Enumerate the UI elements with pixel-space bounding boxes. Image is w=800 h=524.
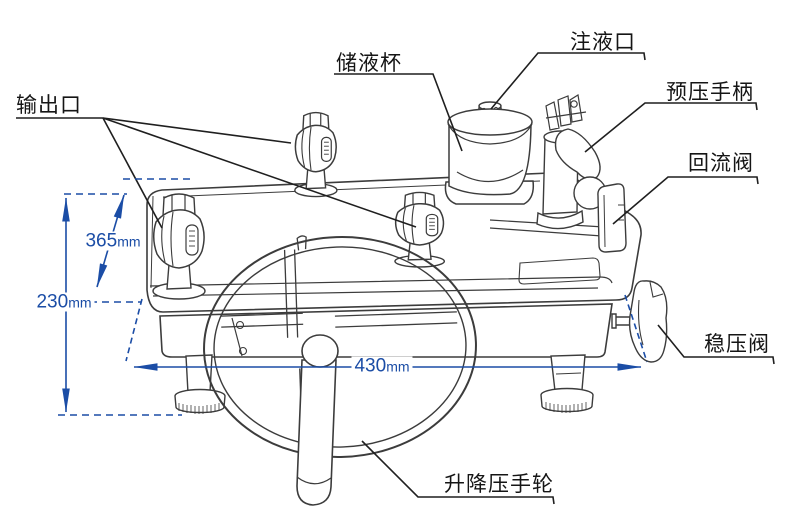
wheel-hub: [302, 335, 338, 367]
label-lift-handwheel: 升降压手轮: [444, 473, 554, 496]
left-foot: [175, 355, 225, 414]
reservoir-cup: [445, 102, 533, 204]
dimension-230mm: 230mm: [33, 291, 95, 313]
leader-lines: [16, 53, 774, 504]
stabilizer-valve-drawing: [612, 281, 667, 362]
dimension-365-unit: mm: [117, 233, 141, 250]
label-stabilizer-valve: 稳压阀: [704, 333, 770, 356]
label-filler-port: 注液口: [570, 31, 636, 54]
dimension-430-unit: mm: [386, 358, 410, 375]
dimension-230-value: 230: [36, 291, 69, 313]
prepressure-pump: [537, 95, 606, 229]
label-prepressure-handle: 预压手柄: [666, 81, 754, 104]
dimension-365-value: 365: [85, 230, 118, 252]
label-output-port: 输出口: [16, 94, 82, 117]
handwheel-shaft: [297, 360, 336, 505]
ratchet-mechanism: [546, 95, 586, 130]
dimension-365mm: 365mm: [82, 230, 144, 252]
label-return-valve: 回流阀: [688, 152, 754, 175]
right-foot: [541, 355, 593, 413]
dimension-230-unit: mm: [68, 294, 92, 311]
return-valve-drawing: [598, 184, 626, 252]
dimension-430mm: 430mm: [351, 355, 413, 377]
dimension-430-value: 430: [354, 355, 387, 377]
label-reservoir-cup: 储液杯: [336, 52, 402, 75]
handwheel: [200, 230, 480, 505]
base-slab: [160, 304, 612, 357]
